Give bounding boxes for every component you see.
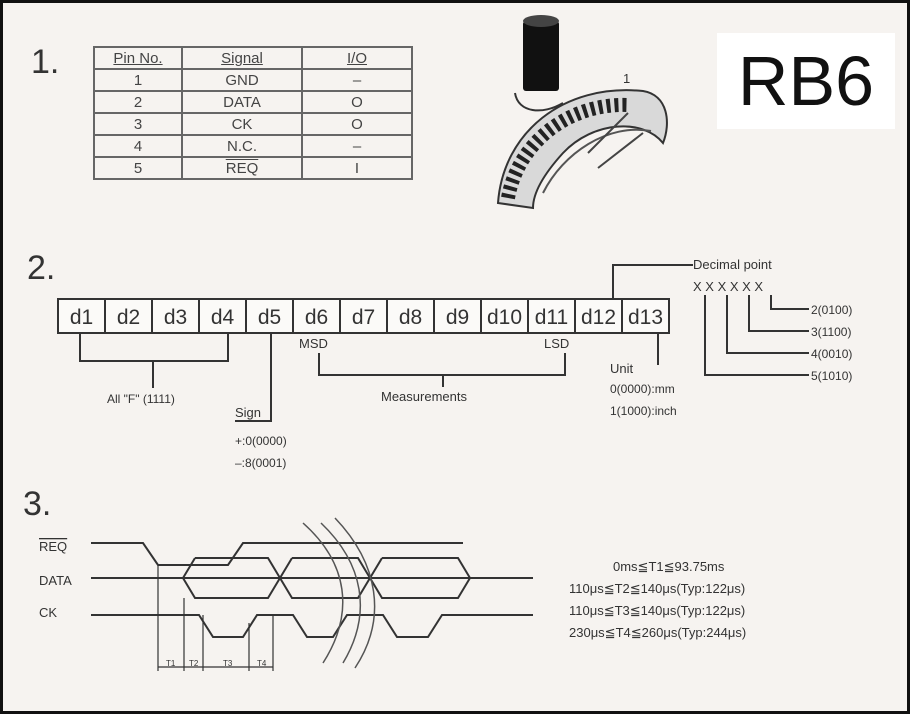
unit-mm: 0(0000):mm bbox=[610, 382, 675, 396]
digit-box bbox=[104, 298, 153, 334]
decimal-option: 5(1010) bbox=[811, 369, 852, 383]
signal-header: Signal bbox=[181, 46, 303, 70]
decimal-point-label: Decimal point bbox=[693, 257, 772, 272]
digit-label: d10 bbox=[487, 306, 522, 329]
t3-marker: T3 bbox=[223, 659, 233, 668]
digit-label: d7 bbox=[352, 306, 375, 329]
digit-box bbox=[151, 298, 200, 334]
decimal-option: 2(0100) bbox=[811, 303, 852, 317]
req-waveform bbox=[91, 542, 463, 566]
digit-label: d8 bbox=[399, 306, 422, 329]
digit-label: d9 bbox=[446, 306, 469, 329]
timing-spec: 110μs≦T2≦140μs(Typ:122μs) bbox=[569, 581, 745, 596]
digit-box bbox=[57, 298, 106, 334]
decimal-option: 3(1100) bbox=[811, 325, 851, 339]
sign-minus: –:8(0001) bbox=[235, 456, 286, 470]
timing-spec: 110μs≦T3≦140μs(Typ:122μs) bbox=[569, 603, 745, 618]
section-3-label: 3. bbox=[23, 485, 52, 523]
decimal-option: 4(0010) bbox=[811, 347, 852, 361]
timing-spec: 230μs≦T4≦260μs(Typ:244μs) bbox=[569, 625, 746, 640]
unit-label: Unit bbox=[610, 361, 634, 376]
digit-label: d6 bbox=[305, 306, 328, 329]
sign-label: Sign bbox=[235, 405, 261, 420]
digit-label: d13 bbox=[628, 306, 663, 329]
digit-box bbox=[480, 298, 529, 334]
digit-box bbox=[292, 298, 341, 334]
connector-illustration: 1 bbox=[496, 15, 668, 210]
unit-inch: 1(1000):inch bbox=[610, 404, 677, 418]
sign-plus: +:0(0000) bbox=[235, 434, 287, 448]
pin-table-header: Pin No. Signal I/O bbox=[93, 46, 413, 70]
measurements-label: Measurements bbox=[381, 389, 467, 404]
pin-no-header: Pin No. bbox=[93, 46, 183, 70]
model-label: RB6 bbox=[717, 33, 895, 129]
diagram-drawing: 1 d1 d2 d3 d4 d5 d6 d7 d8 d9 d10 d11 d12 d13 All "F"… bbox=[39, 15, 852, 671]
digit-label: d12 bbox=[581, 306, 616, 329]
digit-label: d3 bbox=[164, 306, 187, 329]
t4-marker: T4 bbox=[257, 659, 267, 668]
section-1-label: 1. bbox=[31, 43, 60, 81]
digit-label: d1 bbox=[70, 306, 93, 329]
data-waveform bbox=[182, 557, 471, 599]
ck-waveform bbox=[91, 614, 533, 638]
digit-label: d2 bbox=[117, 306, 140, 329]
t2-marker: T2 bbox=[189, 659, 199, 668]
d1-d4-caption: All "F" (1111) bbox=[107, 392, 175, 406]
lsd-label: LSD bbox=[544, 336, 569, 351]
t1-marker: T1 bbox=[166, 659, 176, 668]
digit-label: d11 bbox=[535, 306, 568, 329]
section-2-label: 2. bbox=[27, 249, 56, 287]
msd-label: MSD bbox=[299, 336, 328, 351]
ck-signal-label: CK bbox=[39, 605, 57, 620]
data-signal-label: DATA bbox=[39, 573, 72, 588]
pin-one-marker: 1 bbox=[623, 71, 630, 86]
timing-diagram: REQ DATA CK T1 T2 T3 T4 bbox=[39, 517, 533, 671]
digit-box bbox=[245, 298, 294, 334]
io-header: I/O bbox=[301, 46, 413, 70]
digit-label: d5 bbox=[258, 306, 281, 329]
digit-frame: d1 d2 d3 d4 d5 d6 d7 d8 d9 d10 d11 d12 d13 bbox=[57, 298, 670, 334]
digit-box bbox=[198, 298, 247, 334]
decimal-pattern: X X X X X X bbox=[693, 279, 763, 294]
digit-label: d4 bbox=[211, 306, 235, 329]
req-signal-label: REQ bbox=[39, 539, 67, 554]
timing-spec: 0ms≦T1≦93.75ms bbox=[613, 559, 725, 574]
digit-box bbox=[621, 298, 670, 334]
